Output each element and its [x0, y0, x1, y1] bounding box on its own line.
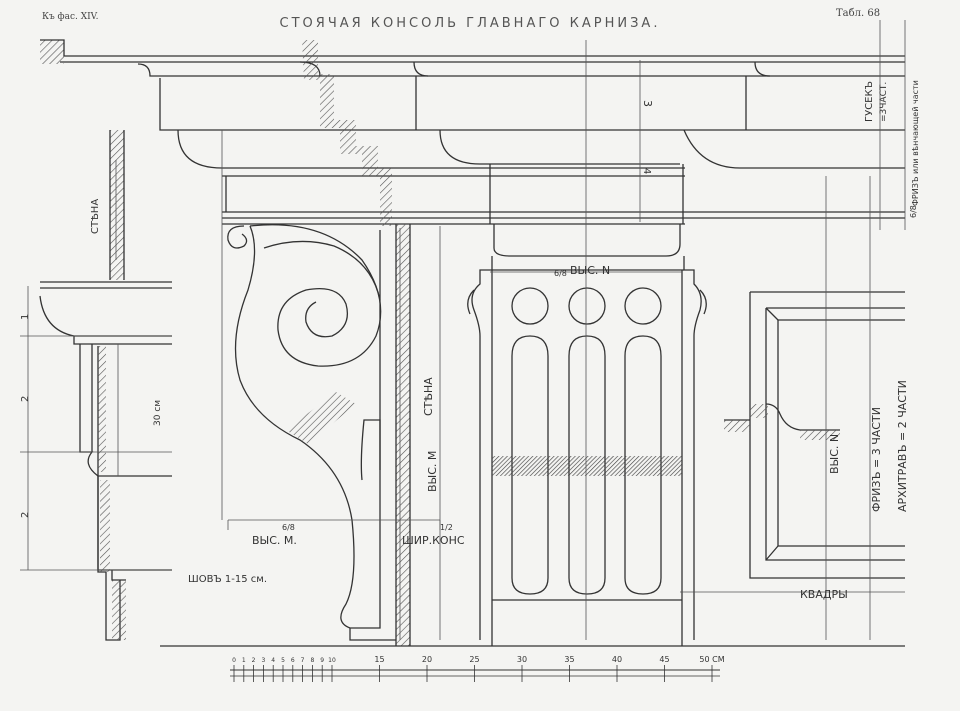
console-width-label: ШИР.КОНС [402, 534, 465, 547]
scale-tick-label: 50 СМ [699, 655, 724, 664]
height-m-bottom-label: ВЫС. М. [252, 534, 297, 547]
wall-section-top [302, 40, 392, 226]
profile-part-1: 1 [20, 314, 31, 320]
cornice-part-3: 3 [641, 100, 654, 107]
architrave-parts-label: АРХИТРАВЪ = 2 ЧАСТИ [896, 380, 909, 512]
fraction-m-half: 1/2 [440, 523, 453, 532]
scale-tick-label: 30 [517, 655, 527, 664]
scale-tick-label: 15 [374, 655, 384, 664]
scale-tick-label: 10 [328, 657, 336, 664]
scale-tick-label: 45 [659, 655, 669, 664]
side-console [227, 224, 396, 641]
scale-tick-label: 7 [301, 657, 305, 664]
frieze-parts-label: ФРИЗЪ = 3 ЧАСТИ [870, 407, 883, 512]
front-console [467, 224, 707, 646]
scale-tick-label: 6 [291, 657, 295, 664]
scale-tick-label: 25 [469, 655, 479, 664]
scale-tick-label: 0 [232, 657, 236, 664]
header-left: Къ фас. XIV. [42, 12, 99, 22]
profile-part-2a: 2 [20, 396, 31, 402]
fraction-right: 6/8 [909, 205, 918, 218]
joint-label: ШОВЪ 1-15 см. [188, 574, 267, 585]
fraction-m-bottom: 6/8 [282, 523, 295, 532]
scale-tick-label: 9 [320, 657, 324, 664]
height-n-right-label: ВЫС. N [828, 434, 841, 474]
scale-tick-label: 4 [271, 657, 275, 664]
thirty-cm-label: 30 см [153, 400, 163, 426]
page-title: СТОЯЧАЯ КОНСОЛЬ ГЛАВНАГО КАРНИЗА. [279, 16, 661, 31]
gusek-parts-label: =3ЧАСТ. [879, 82, 889, 122]
right-panel [724, 291, 905, 579]
profile-part-2b: 2 [20, 512, 31, 518]
cornice-part-4: 4 [641, 168, 652, 174]
wall-label-middle: СТѢНА [422, 377, 435, 416]
height-m-label: ВЫС. М [426, 451, 439, 492]
fraction-n-top: 6/8 [554, 269, 567, 278]
height-n-top-label: ВЫС. N [570, 264, 610, 277]
scale-tick-label: 40 [612, 655, 622, 664]
scale-tick-label: 3 [261, 657, 265, 664]
wall-section-middle [396, 224, 410, 646]
frieze-top-label: ФРИЗЪ или вѣнчающей части [911, 80, 920, 206]
scale-tick-label: 20 [422, 655, 432, 664]
wall-label-left: СТѢНА [90, 199, 101, 234]
kvadry-label: КВАДРЫ [800, 588, 848, 601]
header-plate-number: Табл. 68 [836, 8, 881, 19]
left-profile [39, 130, 172, 641]
scale-tick-label: 8 [310, 657, 314, 664]
scale-tick-label: 5 [281, 657, 285, 664]
scale-tick-label: 35 [564, 655, 574, 664]
scale-tick-label: 1 [242, 657, 246, 664]
gusek-label: ГУСЕКЪ [864, 81, 875, 122]
scale-tick-label: 2 [252, 657, 256, 664]
cornice [40, 39, 905, 225]
